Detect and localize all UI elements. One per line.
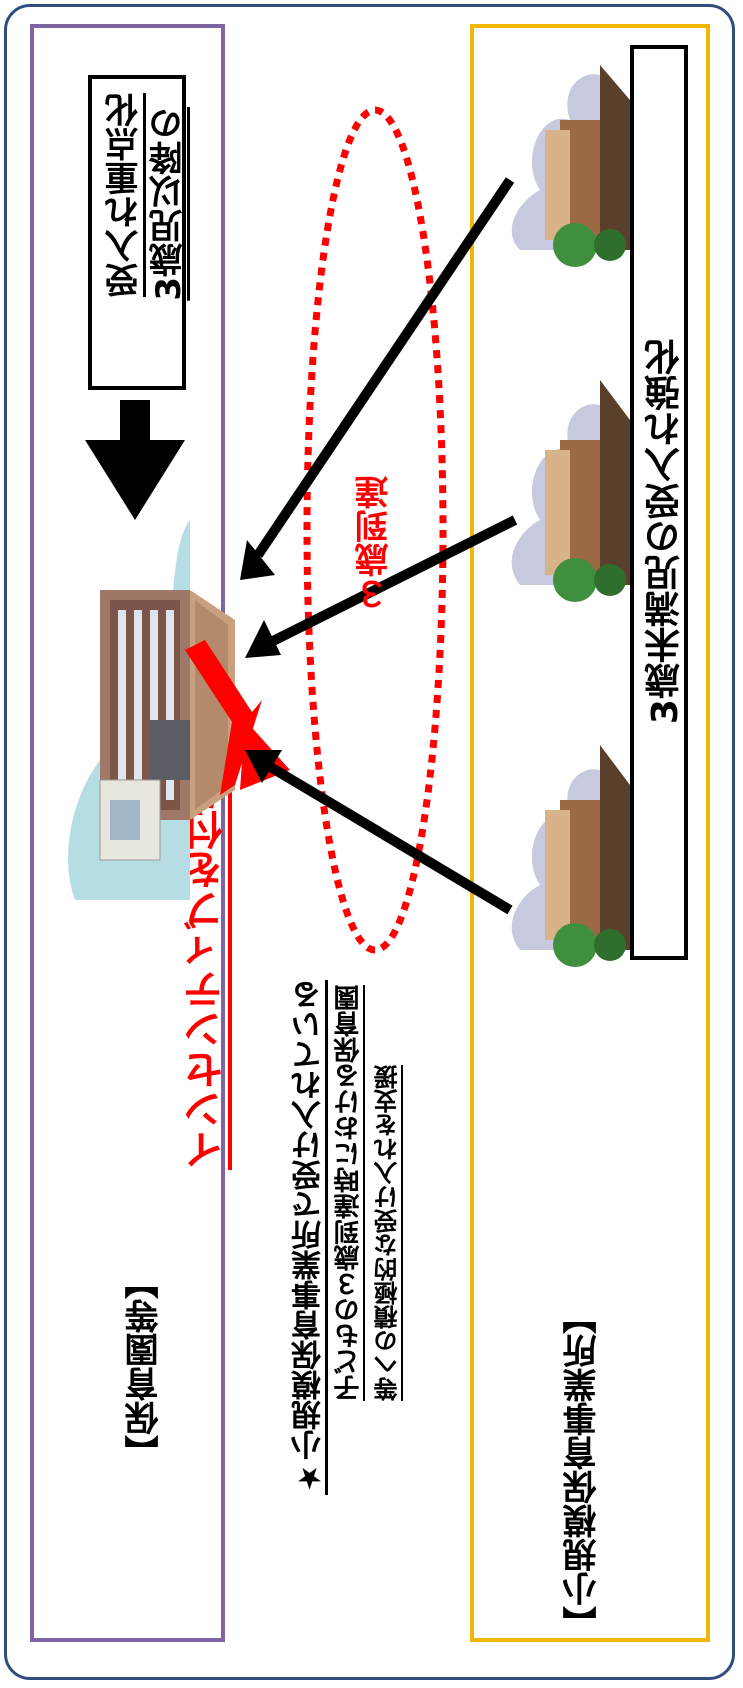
nursery-section <box>30 24 225 1642</box>
transition-arrow <box>245 750 513 915</box>
age3-transition-ellipse <box>303 106 447 954</box>
small-nursery-building-icon <box>511 65 630 267</box>
focus-arrow <box>85 400 185 520</box>
nursery-heading-box: 3歳児以降の 受入れ重点化 <box>88 75 189 390</box>
small-nursery-building-icon <box>511 745 630 967</box>
transition-arrow <box>240 177 515 580</box>
outer-frame <box>4 4 735 1680</box>
large-nursery-building-icon <box>68 520 235 900</box>
small-nursery-section <box>470 24 710 1642</box>
small-nursery-heading-box: 3歳未満児の受入れ強化 <box>630 45 688 960</box>
transition-arrow <box>245 515 518 658</box>
small-nursery-building-icon <box>511 380 630 602</box>
age3-transition-label: ３歳到達 <box>355 475 395 611</box>
